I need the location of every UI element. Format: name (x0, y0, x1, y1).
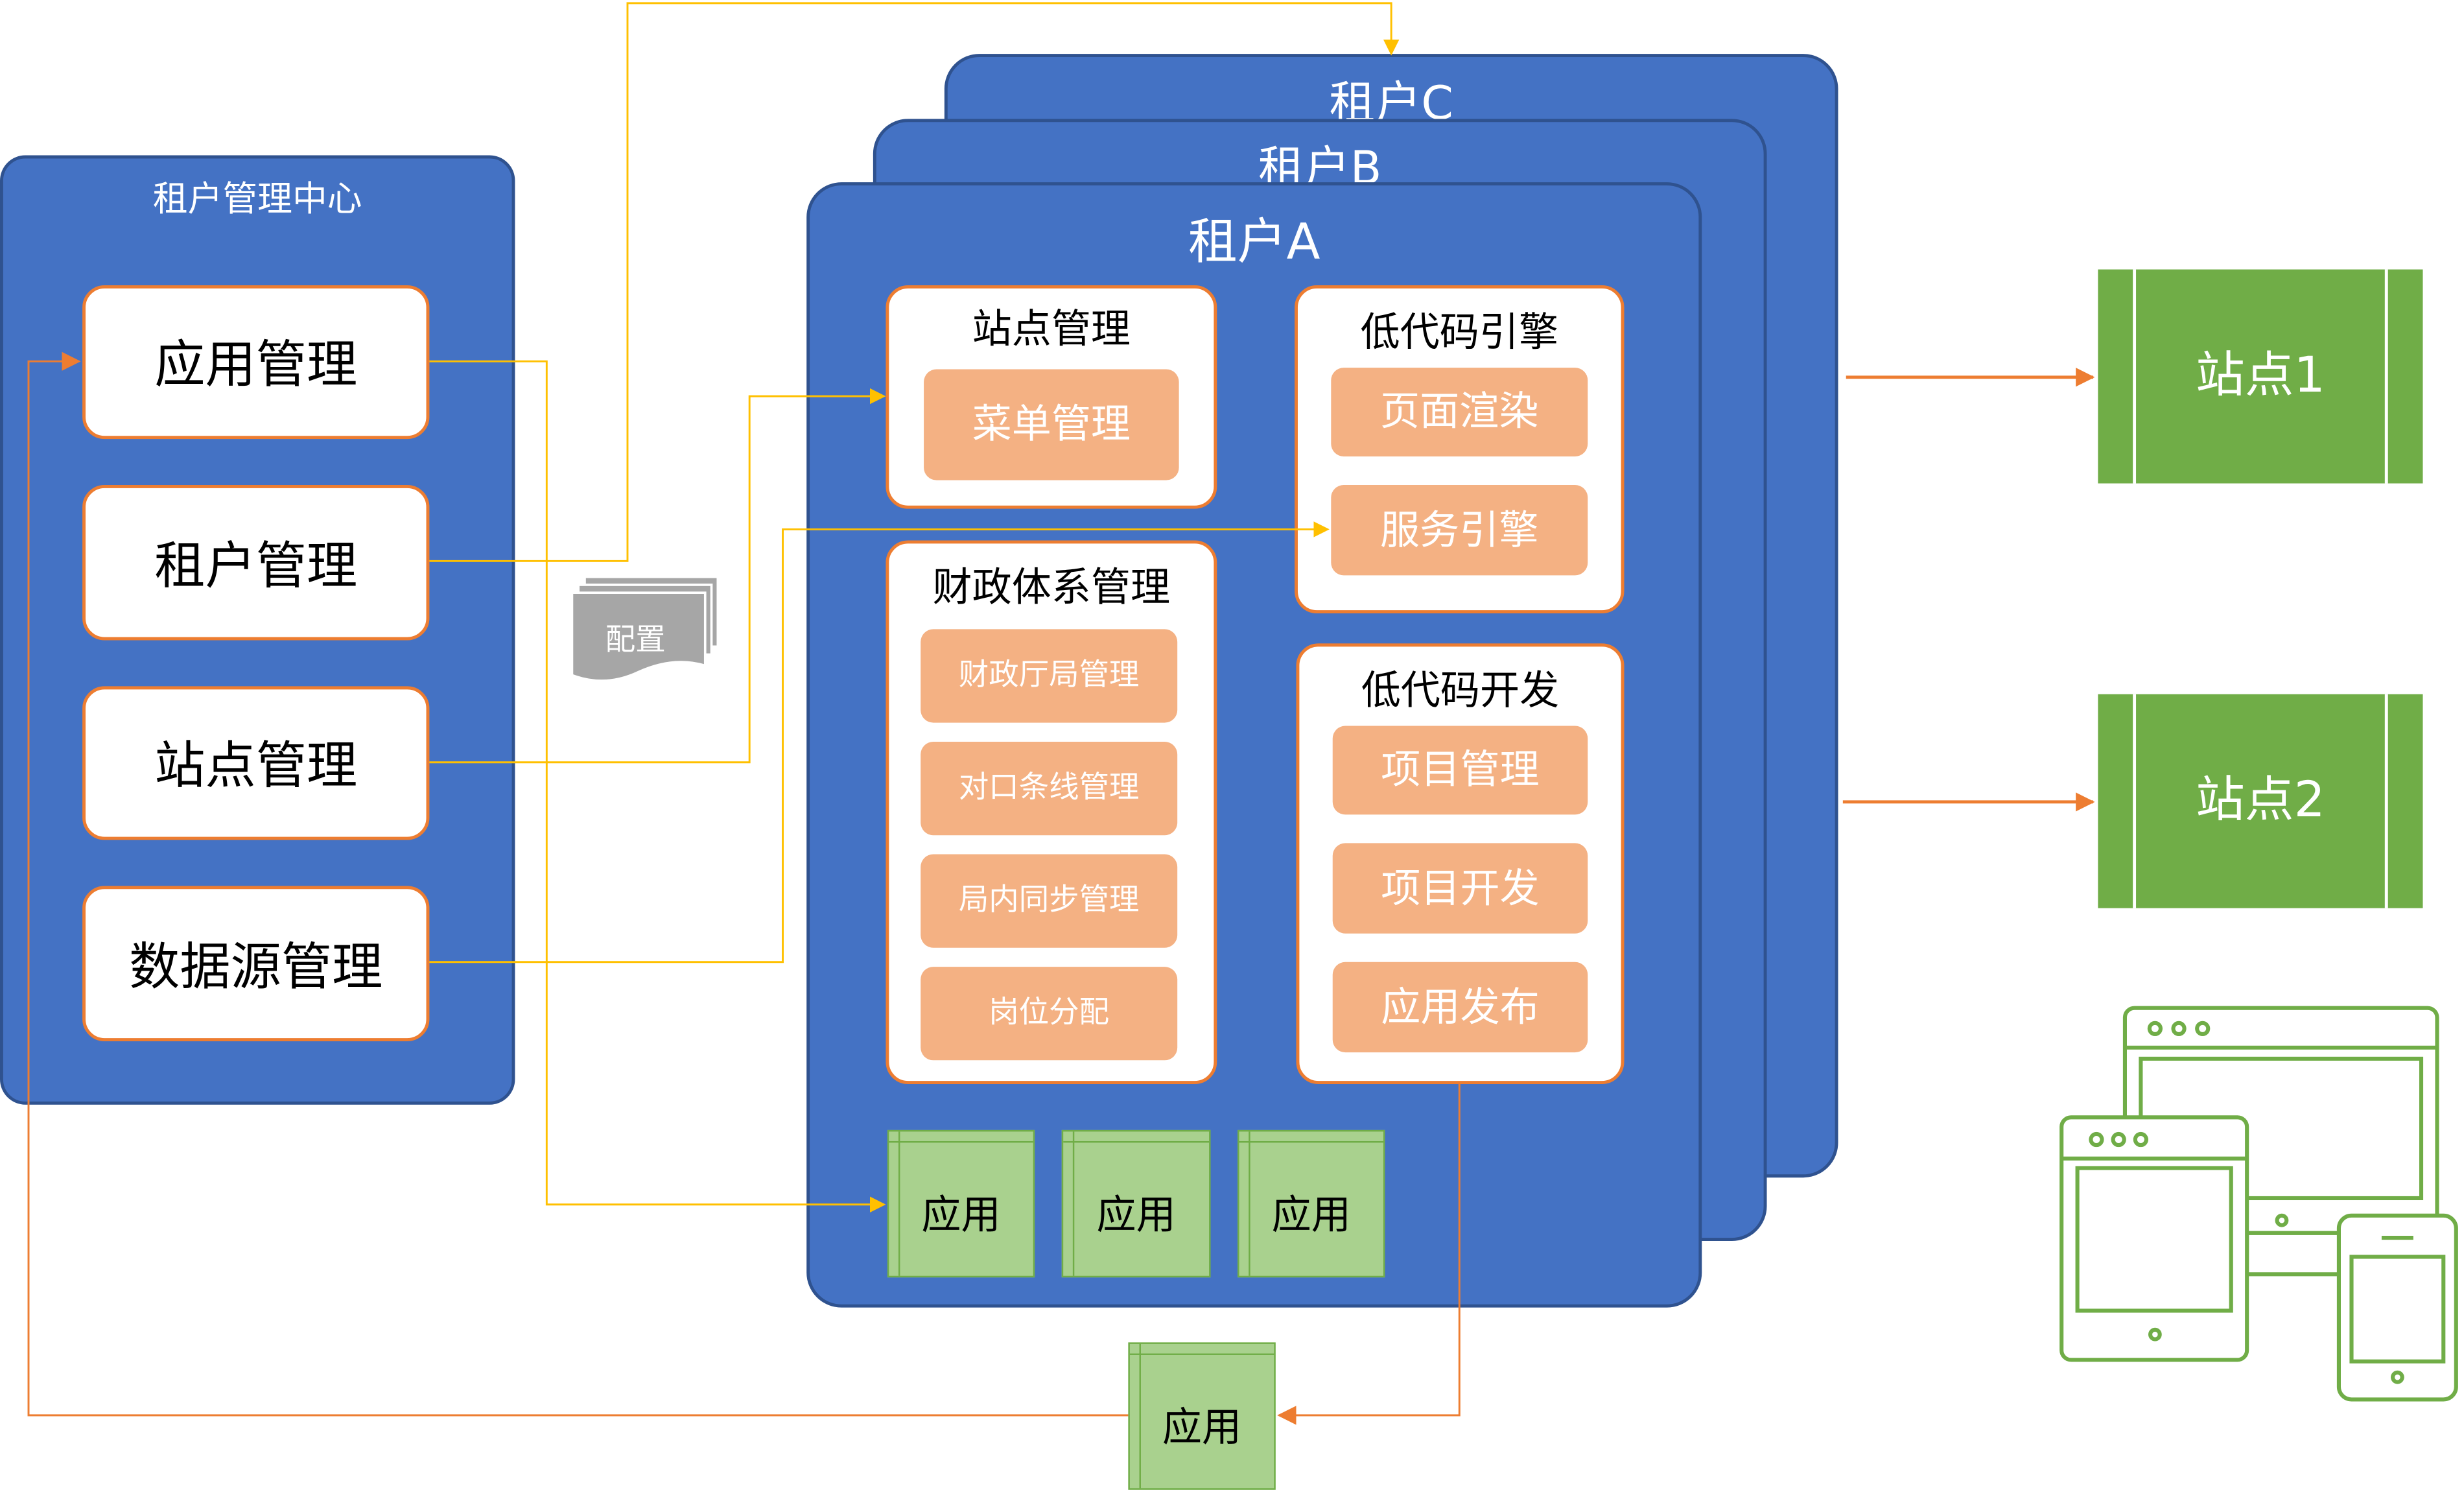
lowcode-dev-title: 低代码开发 (1361, 667, 1560, 713)
site-1-left-bar (2133, 269, 2137, 484)
app-tile-3: 应用 (1238, 1129, 1385, 1278)
service-engine: 服务引擎 (1331, 484, 1588, 576)
connector-app-to-app-mgmt (27, 351, 1129, 1417)
tenant-management-box: 租户管理 (82, 484, 430, 641)
connector-release-to-app (1277, 1083, 1461, 1425)
project-development: 项目开发 (1332, 843, 1588, 934)
menu-management: 菜单管理 (924, 369, 1179, 480)
app-management-label: 应用管理 (154, 334, 358, 395)
tenant-center-title: 租户管理中心 (152, 180, 362, 220)
internal-sync-management: 局内同步管理 (921, 854, 1178, 948)
site-1: 站点1 (2098, 269, 2423, 484)
external-app-tile: 应用 (1128, 1342, 1276, 1490)
position-allocation: 岗位分配 (921, 967, 1178, 1061)
site-2-right-bar (2384, 694, 2388, 908)
app-release: 应用发布 (1332, 962, 1588, 1053)
devices-icon (2059, 1006, 2458, 1402)
site-management-title: 站点管理 (972, 305, 1131, 352)
datasource-management-label: 数据源管理 (129, 936, 383, 997)
lowcode-engine-title: 低代码引擎 (1360, 309, 1559, 355)
app-tile-2: 应用 (1061, 1129, 1211, 1278)
connector-tenant-mgmt-to-tenant-c (429, 2, 1400, 562)
connector-site-mgmt (429, 388, 886, 764)
connector-datasource-to-service-engine (429, 521, 1330, 963)
site-management-label-left: 站点管理 (154, 735, 358, 796)
project-management: 项目管理 (1332, 726, 1588, 815)
page-render: 页面渲染 (1331, 368, 1588, 456)
config-label: 配置 (605, 622, 666, 657)
tenant-a-title: 租户A (1188, 213, 1320, 271)
site-1-right-bar (2384, 269, 2388, 484)
site-2-left-bar (2133, 694, 2137, 908)
connector-app-mgmt-to-app (429, 360, 886, 1212)
finance-bureau-management: 财政厅局管理 (921, 629, 1178, 723)
tenant-management-label: 租户管理 (154, 536, 358, 597)
document-stack-icon (570, 575, 720, 682)
tenant-b-title: 租户B (1258, 144, 1382, 185)
app-tile-1: 应用 (887, 1129, 1035, 1278)
site-management-box-left: 站点管理 (82, 686, 430, 840)
tenant-c-title: 租户C (1329, 79, 1453, 121)
app-management-box: 应用管理 (82, 285, 430, 440)
datasource-management-box: 数据源管理 (82, 886, 430, 1041)
counterpart-line-management: 对口条线管理 (921, 741, 1178, 836)
site-1-label: 站点1 (2196, 347, 2325, 405)
site-2: 站点2 (2098, 694, 2423, 908)
finance-system-title: 财政体系管理 (932, 564, 1171, 611)
site-2-label: 站点2 (2196, 772, 2325, 829)
